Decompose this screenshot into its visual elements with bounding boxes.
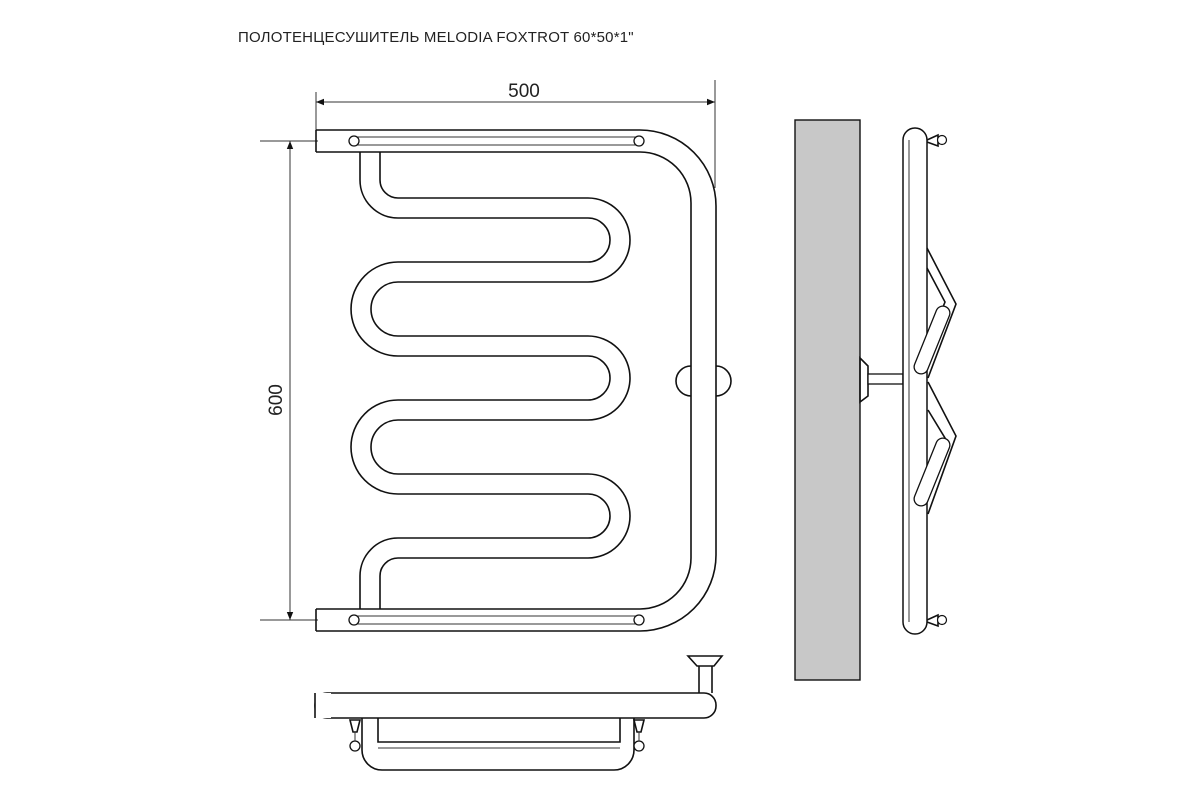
side-view-valves	[926, 133, 948, 628]
height-dimension: 600	[260, 140, 318, 621]
serpentine-pipe-inner	[370, 152, 631, 609]
front-view: 500 600	[260, 80, 732, 632]
bottom-rod	[348, 614, 645, 626]
wall-panel	[794, 119, 861, 681]
frame-tube-inner	[316, 151, 692, 610]
width-dimension: 500	[315, 80, 716, 188]
height-dimension-label: 600	[266, 384, 287, 416]
frame-tube-outer	[316, 129, 717, 632]
side-view	[794, 119, 957, 681]
drawing-title: ПОЛОТЕНЦЕСУШИТЕЛЬ MELODIA FOXTROT 60*50*…	[238, 29, 634, 46]
width-dimension-label: 500	[508, 81, 540, 102]
top-rod	[348, 135, 645, 147]
wall-mount-bracket	[675, 365, 732, 397]
serpentine-pipe-outer	[350, 152, 611, 609]
top-view-end-caps	[348, 719, 646, 752]
top-view	[314, 655, 724, 771]
